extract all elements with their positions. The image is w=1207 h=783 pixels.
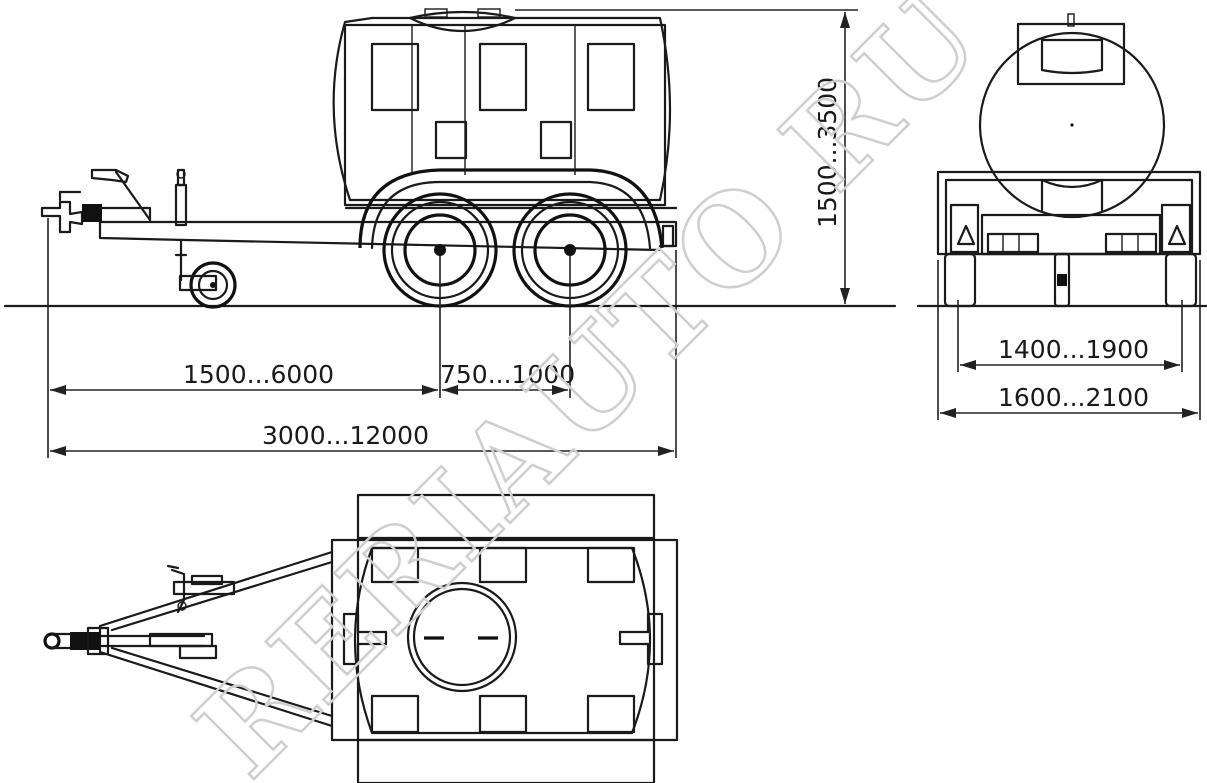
dim-track-label: 1400...1900	[998, 335, 1149, 364]
dim-offset-label: 1500...6000	[183, 360, 334, 389]
dim-axle-label: 750...1000	[440, 360, 575, 389]
side-fender	[358, 168, 664, 250]
dim-length-label: 3000...12000	[262, 421, 429, 450]
dim-track: 1400...1900	[957, 300, 1183, 372]
rear-view: 1400...1900 1600...2100	[916, 13, 1207, 420]
dim-height-label: 1500...3500	[813, 77, 842, 228]
watermark: RERIAUTO RU	[167, 0, 1010, 783]
side-view: 1500...3500 1500...6000 750...1000 3000.…	[3, 8, 897, 458]
dim-length: 1500...6000 750...1000 3000...12000	[47, 218, 677, 458]
dim-height: 1500...3500	[515, 9, 858, 304]
dim-width-label: 1600...2100	[998, 383, 1149, 412]
dim-width: 1600...2100	[937, 260, 1201, 420]
svg-text:RERIAUTO RU: RERIAUTO RU	[169, 0, 1010, 783]
side-tank	[332, 8, 672, 207]
top-view	[43, 493, 679, 783]
